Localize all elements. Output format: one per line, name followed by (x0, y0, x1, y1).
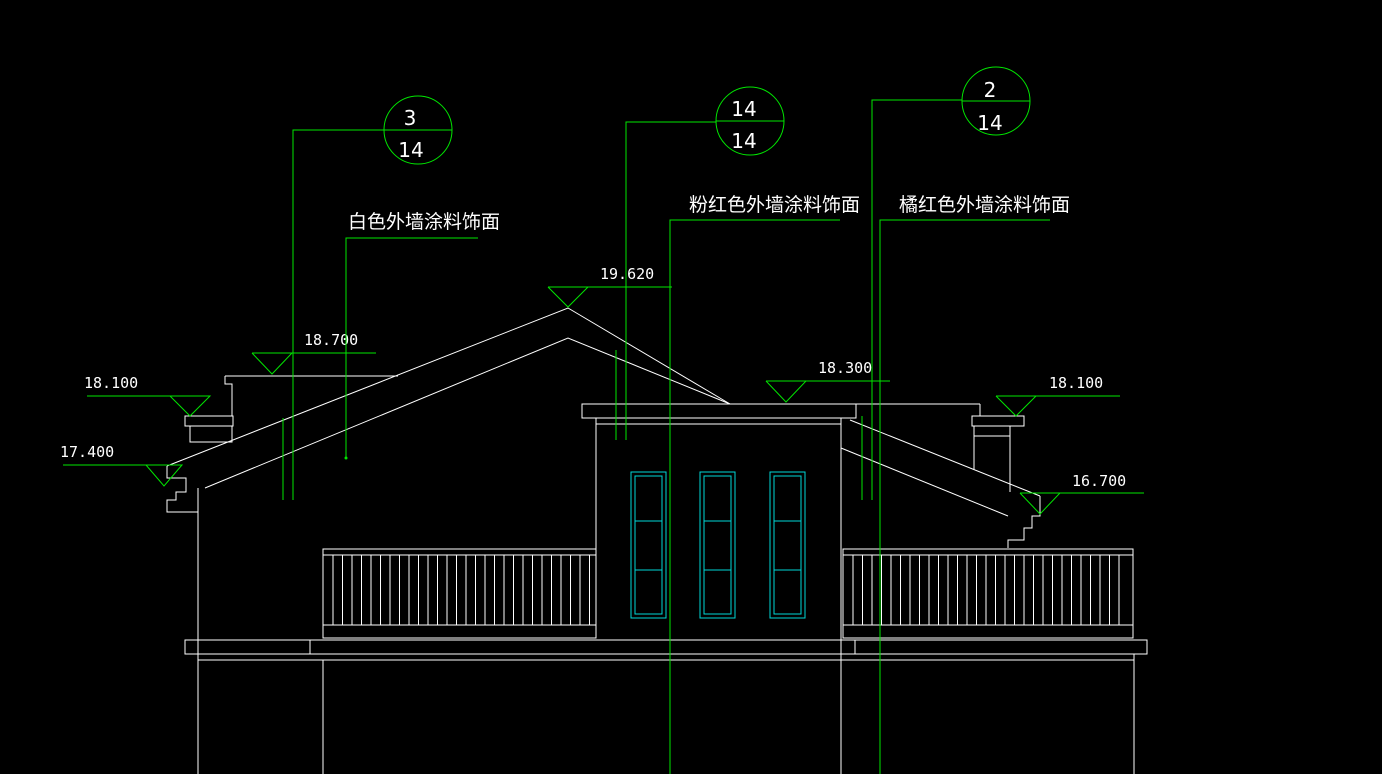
level-marker-right-eave: 16.700 (1019, 472, 1144, 515)
window-3 (769, 471, 806, 619)
window-1 (630, 471, 667, 619)
level-16700-label: 16.700 (1072, 472, 1126, 490)
right-balustrade (842, 548, 1134, 639)
callout-right-top: 2 (984, 78, 997, 102)
level-18300-label: 18.300 (818, 359, 872, 377)
dormer-windows (630, 471, 806, 619)
callout-middle-bottom: 14 (731, 129, 756, 153)
note-pink-coating: 粉红色外墙涂料饰面 (689, 194, 860, 216)
right-roof-outer (849, 419, 1041, 497)
note-white-coating: 白色外墙涂料饰面 (348, 211, 500, 233)
dormer (581, 403, 980, 774)
level-right-18100-label: 18.100 (1049, 374, 1103, 392)
right-eave-profile (1007, 496, 1041, 548)
left-balustrade (322, 548, 597, 639)
level-marker-left-parapet: 18.100 (84, 374, 212, 417)
level-17400-label: 17.400 (60, 443, 114, 461)
right-roof-inner (840, 447, 1009, 517)
callout-left-top: 3 (404, 106, 417, 130)
level-left-18100-label: 18.100 (84, 374, 138, 392)
roof-inner-edge (204, 337, 731, 489)
left-parapet (184, 375, 398, 443)
left-eave-profile (166, 466, 199, 513)
callout-middle-top: 14 (731, 97, 756, 121)
material-note-orange: 橘红色外墙涂料饰面 (879, 194, 1070, 774)
level-marker-ridge: 19.620 (547, 265, 672, 308)
window-2 (699, 471, 736, 619)
material-note-pink: 粉红色外墙涂料饰面 (669, 194, 860, 774)
floor-slab (184, 639, 1148, 774)
right-parapet (971, 404, 1025, 492)
level-marker-left-eave-upper: 18.700 (251, 331, 376, 375)
detail-callout-right: 2 14 (861, 66, 1031, 500)
callout-right-bottom: 14 (977, 111, 1002, 135)
detail-callout-middle: 14 14 (615, 86, 785, 440)
roof-outer-edge (166, 307, 731, 467)
material-note-white: 白色外墙涂料饰面 (344, 211, 500, 460)
level-marker-dormer: 18.300 (765, 359, 890, 403)
level-ridge-label: 19.620 (600, 265, 654, 283)
building-elevation (166, 307, 1148, 774)
level-marker-left-eave: 17.400 (60, 443, 184, 487)
level-18700-label: 18.700 (304, 331, 358, 349)
note-orange-coating: 橘红色外墙涂料饰面 (899, 194, 1070, 216)
level-marker-right-parapet: 18.100 (995, 374, 1120, 417)
detail-callout-left: 3 14 (282, 95, 453, 500)
callout-left-bottom: 14 (398, 138, 423, 162)
